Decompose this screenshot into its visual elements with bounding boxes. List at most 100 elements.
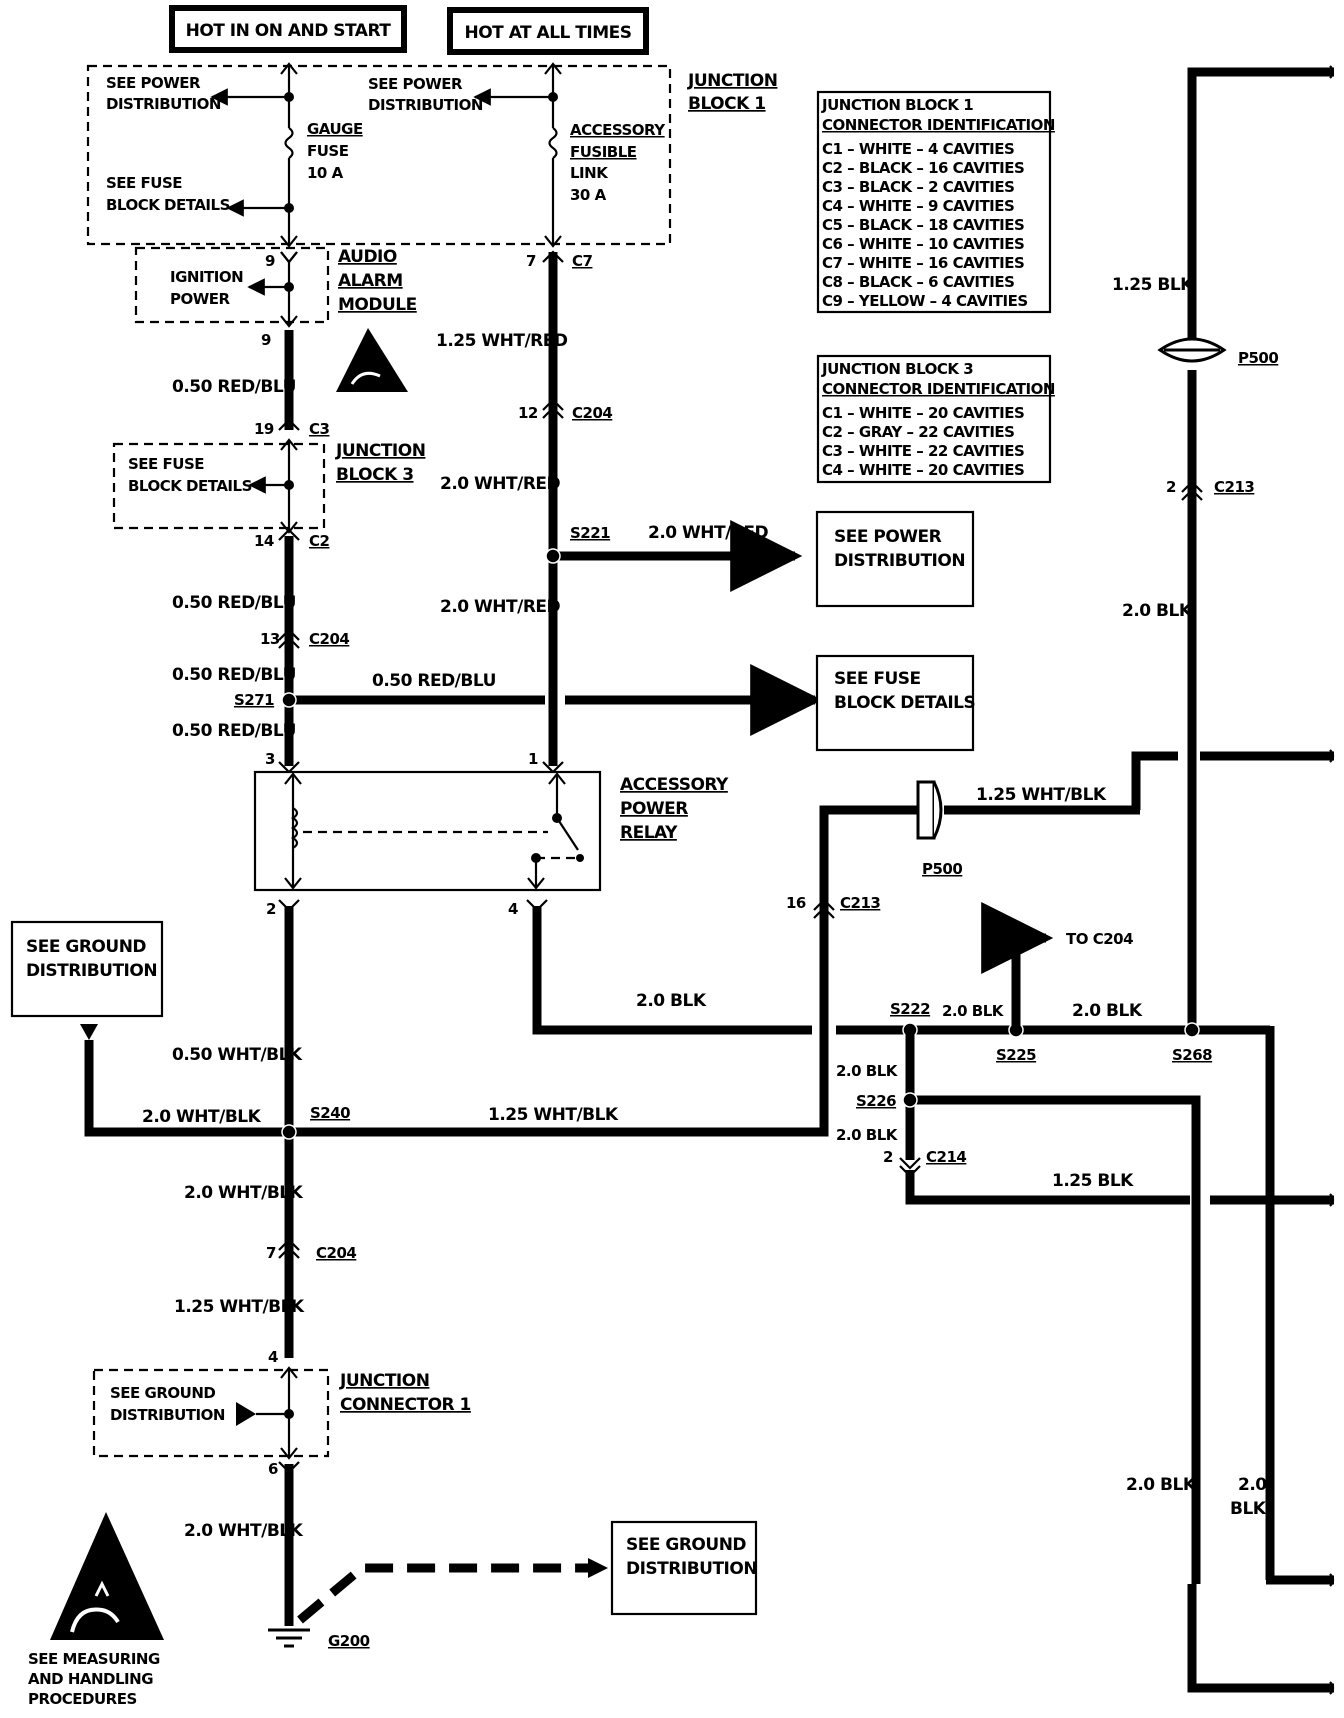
see-power-distribution-box: SEE POWER DISTRIBUTION [815, 510, 975, 608]
c204-a-label: C204 [572, 404, 612, 422]
jb3-table-title-2: CONNECTOR IDENTIFICATION [822, 380, 1055, 398]
wire-label: 2.0 BLK [836, 1126, 899, 1144]
jb1-see-power-2: SEE POWER [368, 75, 463, 93]
jb1-table-row: C6 – WHITE – 10 CAVITIES [822, 235, 1024, 253]
junction-block-1-outline [86, 64, 672, 246]
jb3-pin-top: 19 [254, 420, 274, 438]
c213-b-connector-icon [1181, 488, 1203, 501]
relay-pin-3: 3 [265, 750, 275, 768]
jc1-pin-top: 4 [268, 1348, 278, 1366]
jb3-conn-bottom: C2 [309, 532, 330, 550]
c213-b-label: C213 [1214, 478, 1254, 496]
accessory-link-rating: 30 A [570, 186, 607, 204]
c214-connector-icon [899, 1157, 921, 1170]
wire-label: 2.0 BLK [836, 1062, 899, 1080]
ignition-power-label-2: POWER [170, 290, 231, 308]
wire-label: 2.0 BLK [1126, 1475, 1197, 1495]
junction-block-1-title-2: BLOCK 1 [688, 94, 766, 114]
s222-label: S222 [890, 1000, 930, 1018]
c214-label: C214 [926, 1148, 966, 1166]
relay-pin-1: 1 [528, 750, 538, 768]
jb1-table-row: C7 – WHITE – 16 CAVITIES [822, 254, 1024, 272]
relay-title-3: RELAY [620, 823, 678, 843]
jb3-conn-top: C3 [309, 420, 330, 438]
s221-label: S221 [570, 524, 610, 542]
audio-alarm-pin-bottom: 9 [261, 331, 271, 349]
jb3-table-title: JUNCTION BLOCK 3 [821, 360, 973, 378]
jb1-see-power-1-b: DISTRIBUTION [106, 95, 221, 113]
accessory-power-relay: 3 1 2 4 [253, 750, 602, 918]
audio-alarm-title: AUDIO [338, 247, 397, 267]
ground-dashed-link [297, 1563, 596, 1624]
wire-label: 2.0 WHT/RED [440, 597, 561, 617]
gauge-fuse-rating: 10 A [307, 164, 344, 182]
splice-s268 [1184, 1022, 1200, 1038]
wire-label: 1.25 WHT/BLK [976, 785, 1107, 805]
jb3-pin-bottom: 14 [254, 532, 274, 550]
wire-label: 1.25 BLK [1052, 1171, 1134, 1191]
c204-c-label: C204 [316, 1244, 356, 1262]
wire-label: 0.50 RED/BLU [172, 665, 296, 685]
inline-connectors [278, 250, 564, 1259]
c213-a-connector-icon [813, 906, 835, 919]
jb3-table-row: C2 – GRAY – 22 CAVITIES [822, 423, 1014, 441]
wire-label: 2.0 [1238, 1475, 1267, 1495]
ignition-power-label: IGNITION [170, 268, 243, 286]
jb1-table-row: C2 – BLACK – 16 CAVITIES [822, 159, 1024, 177]
s271-label: S271 [234, 691, 274, 709]
wire-label: 2.0 WHT/RED [648, 523, 769, 543]
esd-label-3: PROCEDURES [28, 1690, 137, 1708]
audio-alarm-pin-top: 9 [265, 252, 275, 270]
c214-pin: 2 [883, 1148, 893, 1166]
splice-s240 [281, 1124, 297, 1140]
box-text: SEE FUSE [834, 669, 921, 689]
box-text: SEE POWER [834, 527, 942, 547]
s240-label: S240 [310, 1104, 350, 1122]
esd-warning-icon [336, 328, 408, 392]
box-text: DISTRIBUTION [834, 551, 965, 571]
g200-label: G200 [328, 1632, 370, 1650]
junction-connector-1-outline [92, 1368, 330, 1458]
jb3-table-row: C3 – WHITE – 22 CAVITIES [822, 442, 1024, 460]
splice-s226 [902, 1092, 918, 1108]
splice-s271 [281, 692, 297, 708]
wire-label: BLK [1230, 1499, 1267, 1519]
wire-label: 0.50 RED/BLU [172, 593, 296, 613]
box-text: DISTRIBUTION [26, 961, 157, 981]
esd-label: SEE MEASURING [28, 1650, 160, 1668]
header-hot-in-on-start: HOT IN ON AND START [169, 5, 407, 53]
relay-title-2: POWER [620, 799, 688, 819]
jb1-internal-circuit [210, 62, 562, 248]
wire-right-vertical [1187, 67, 1334, 1030]
audio-alarm-title-3: MODULE [338, 295, 417, 315]
jb1-table-row: C4 – WHITE – 9 CAVITIES [822, 197, 1014, 215]
jb3-connector-table: JUNCTION BLOCK 3 CONNECTOR IDENTIFICATIO… [816, 354, 1055, 484]
splice-s221 [545, 548, 561, 564]
jb3-see-fuse-2: BLOCK DETAILS [128, 477, 252, 495]
c204-c-pin: 7 [266, 1244, 276, 1262]
wire-label: 2.0 BLK [1122, 601, 1193, 621]
wire-label: 1.25 BLK [1112, 275, 1194, 295]
jc1-title-2: CONNECTOR 1 [340, 1395, 471, 1415]
box-text: SEE GROUND [26, 937, 146, 957]
c213-b-pin: 2 [1166, 478, 1176, 496]
wire-label: 2.0 WHT/BLK [184, 1521, 304, 1541]
jb3-see-fuse: SEE FUSE [128, 455, 204, 473]
wire-label: 1.25 WHT/BLK [488, 1105, 619, 1125]
p500-connector-a [916, 751, 1334, 840]
relay-pin-4: 4 [508, 900, 518, 918]
wire-label: 0.50 RED/BLU [172, 721, 296, 741]
box-text: BLOCK DETAILS [834, 693, 975, 713]
p500-b-label: P500 [1238, 349, 1278, 367]
jb1-see-power-2-b: DISTRIBUTION [368, 96, 483, 114]
c204-b-label: C204 [309, 630, 349, 648]
jb1-table-title: JUNCTION BLOCK 1 [821, 96, 973, 114]
see-fuse-block-details-box: SEE FUSE BLOCK DETAILS [815, 654, 976, 752]
wire-label: 2.0 WHT/BLK [142, 1107, 262, 1127]
c213-a-pin: 16 [786, 894, 806, 912]
c7-label: C7 [572, 252, 593, 270]
svg-text:HOT AT ALL TIMES: HOT AT ALL TIMES [465, 23, 632, 43]
c204-b-pin: 13 [260, 630, 280, 648]
wire-label: 2.0 WHT/RED [440, 474, 561, 494]
relay-title: ACCESSORY [620, 775, 729, 795]
